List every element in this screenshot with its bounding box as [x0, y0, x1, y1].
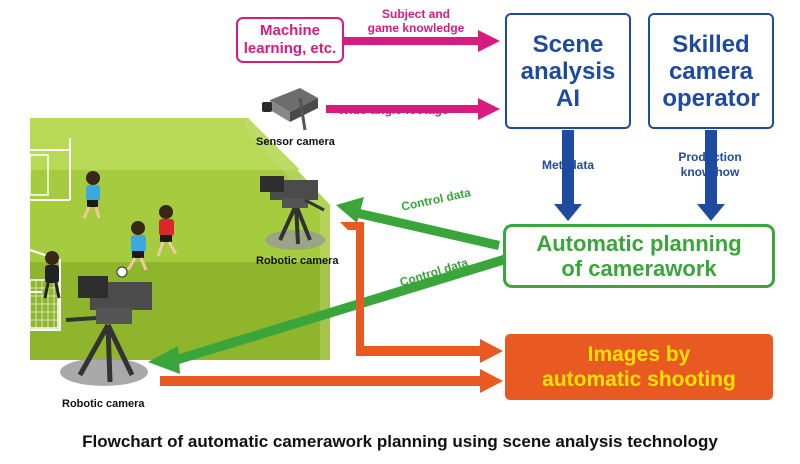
robotic-camera-label-2: Robotic camera — [62, 398, 145, 410]
subject-knowledge-label: Subject and game knowledge — [367, 7, 465, 35]
images-output-text: Images by automatic shooting — [542, 343, 736, 391]
figure-caption: Flowchart of automatic camerawork planni… — [82, 432, 718, 451]
arrow-metadata — [554, 130, 582, 221]
automatic-planning-text: Automatic planning of camerawork — [536, 231, 742, 281]
scene-analysis-ai-box: Scene analysis AI — [505, 13, 631, 129]
wide-angle-label: Wide-angle footage — [338, 103, 449, 117]
skilled-operator-box: Skilled camera operator — [648, 13, 774, 129]
soccer-ball — [116, 266, 128, 278]
robotic-camera-1-icon — [260, 176, 325, 250]
metadata-label: Metadata — [541, 158, 594, 172]
arrow-camera2-to-images — [160, 369, 503, 393]
player-blue-2 — [126, 221, 148, 271]
sensor-camera-icon — [262, 88, 318, 131]
player-goalkeeper — [43, 251, 61, 299]
arrow-subject-knowledge — [344, 30, 500, 52]
arrow-production-knowhow — [697, 130, 725, 221]
scene-analysis-ai-text: Scene analysis AI — [520, 30, 616, 112]
production-knowhow-label: Production know-how — [678, 150, 742, 179]
arrow-control-data-2 — [148, 255, 506, 374]
arrow-control-data-1 — [336, 197, 500, 250]
sensor-camera-label: Sensor camera — [256, 136, 335, 148]
player-blue-1 — [82, 171, 101, 219]
player-red — [156, 205, 178, 257]
arrow-camera1-to-images — [340, 222, 503, 363]
arrow-wide-angle-footage — [326, 98, 500, 120]
robotic-camera-2-icon — [60, 276, 152, 386]
machine-learning-box: Machine learning, etc. — [236, 17, 344, 63]
images-output-box: Images by automatic shooting — [505, 334, 773, 400]
automatic-planning-box: Automatic planning of camerawork — [503, 224, 775, 288]
machine-learning-text: Machine learning, etc. — [243, 22, 337, 57]
robotic-camera-label-1: Robotic camera — [256, 255, 339, 267]
skilled-operator-text: Skilled camera operator — [662, 30, 760, 112]
